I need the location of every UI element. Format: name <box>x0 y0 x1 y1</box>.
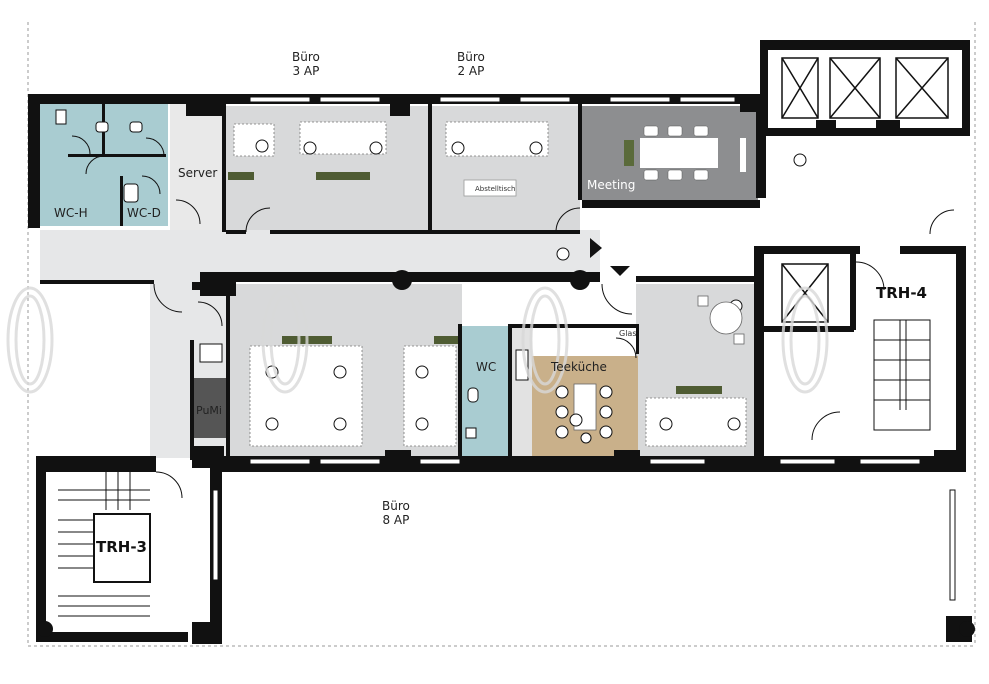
kitchen-table <box>555 383 613 444</box>
workstation-chairs <box>255 139 807 431</box>
abstelltisch <box>463 179 517 197</box>
lounge-table <box>697 295 745 345</box>
room-label-trh4: TRH-4 <box>876 284 927 302</box>
room-label-buero-8ap: Büro 8 AP <box>382 499 410 527</box>
room-label-wc-h: WC-H <box>54 206 88 220</box>
room-label-pumi: PuMi <box>196 404 222 417</box>
doors <box>71 135 955 359</box>
lift-shafts <box>781 57 949 323</box>
pumi-fill <box>194 378 226 438</box>
server-fill <box>170 104 222 230</box>
columns <box>37 96 975 637</box>
stair-trh4 <box>811 261 931 441</box>
room-label-buero-2ap: Büro 2 AP <box>457 50 485 78</box>
room-label-buero-3ap: Büro 3 AP <box>292 50 320 78</box>
room-name: Büro <box>457 50 485 64</box>
room-label-wc: WC <box>476 360 497 374</box>
room-name: Büro <box>382 499 410 513</box>
windows <box>212 96 956 601</box>
room-label-meeting: Meeting <box>587 178 636 192</box>
room-label-trh3: TRH-3 <box>96 538 147 556</box>
room-label-glas: Glas <box>619 329 637 338</box>
room-name: Büro <box>292 50 320 64</box>
stair-trh3 <box>58 471 183 617</box>
direction-markers <box>590 238 630 276</box>
jll-watermark <box>6 286 829 394</box>
room-seats: 2 AP <box>457 64 485 78</box>
sanitary-fixtures <box>55 109 529 439</box>
meeting-table <box>624 125 746 181</box>
room-seats: 8 AP <box>382 513 410 527</box>
label-abstelltisch: Abstelltisch <box>475 185 516 193</box>
room-seats: 3 AP <box>292 64 320 78</box>
room-label-server: Server <box>178 166 218 180</box>
corridor-fill <box>40 230 600 280</box>
room-label-teekueche: Teeküche <box>551 360 607 374</box>
room-label-wc-d: WC-D <box>127 206 161 220</box>
